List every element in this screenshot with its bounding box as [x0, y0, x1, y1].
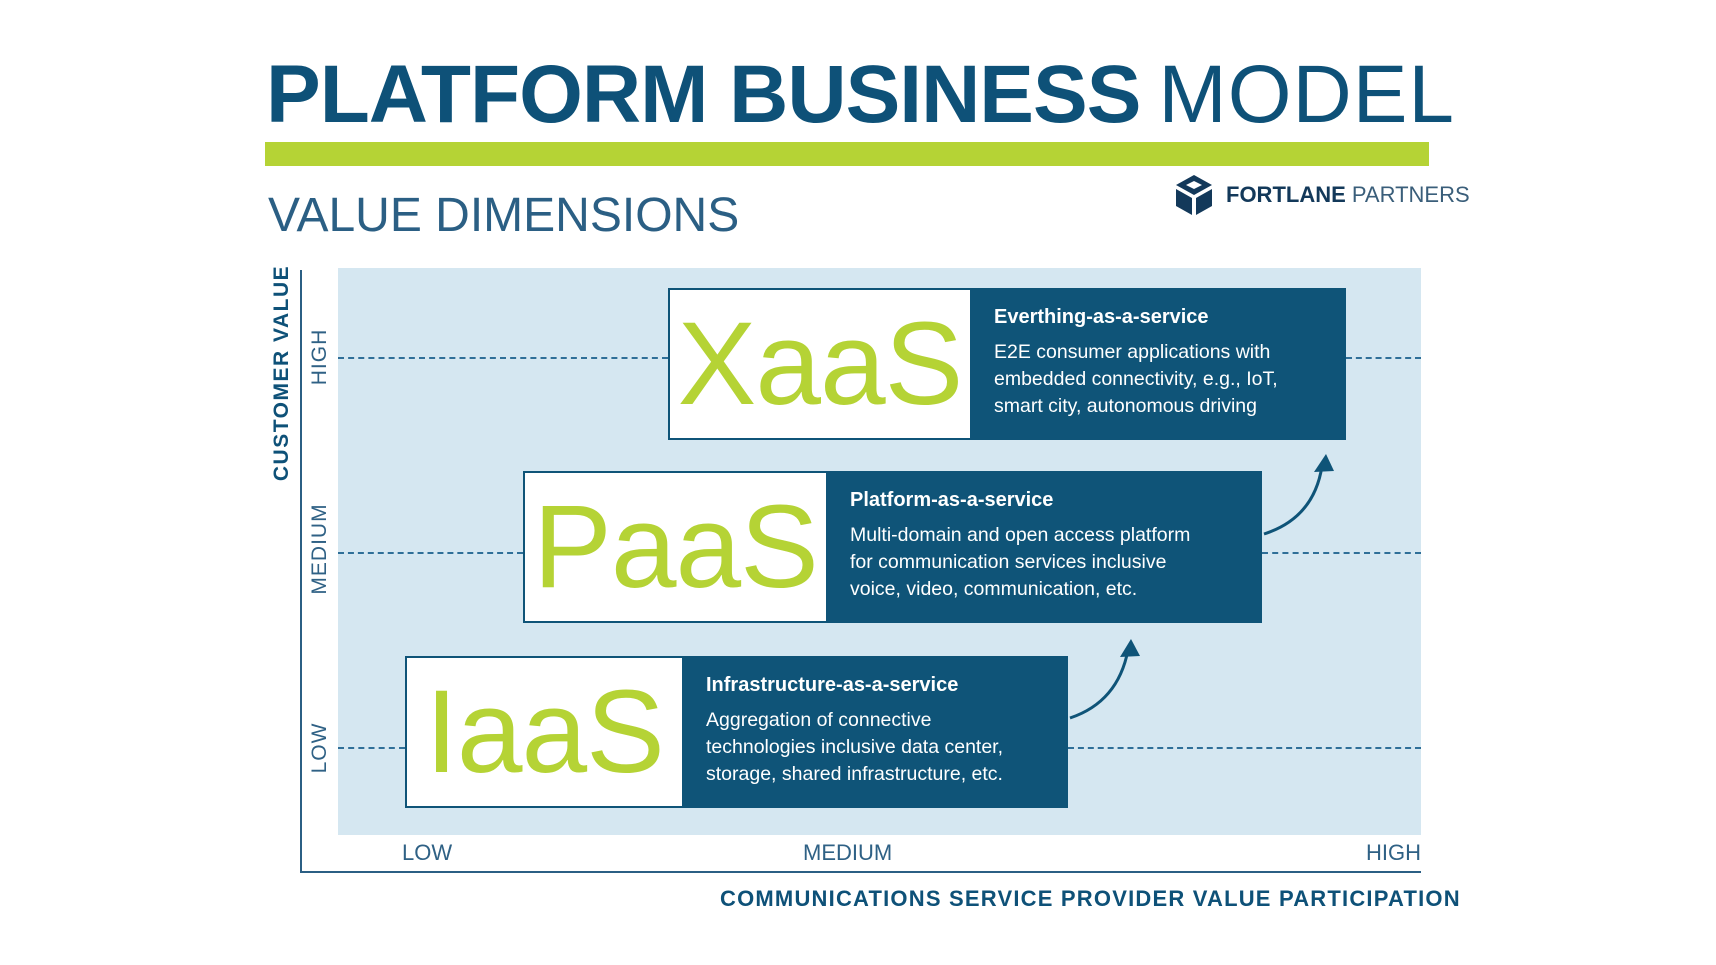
card-paas-line-3: voice, video, communication, etc.: [850, 578, 1138, 600]
gridline-low-left: [338, 747, 405, 749]
card-xaas-heading: Everthing-as-a-service: [994, 306, 1209, 328]
x-axis-line: [300, 871, 1421, 873]
logo-wordmark: FORTLANE PARTNERS: [1226, 182, 1470, 208]
card-iaas-line-2: technologies inclusive data center,: [706, 736, 1004, 758]
card-iaas-abbr: IaaS: [407, 658, 682, 806]
fortlane-logo: FORTLANE PARTNERS: [1172, 172, 1470, 218]
gridline-high-left: [338, 357, 668, 359]
card-xaas-abbr: XaaS: [670, 290, 970, 438]
y-tick-low-label: LOW: [308, 722, 331, 774]
y-tick-high: HIGH: [300, 297, 340, 417]
title-bold: PLATFORM BUSINESS: [266, 49, 1141, 140]
card-xaas-line-3: smart city, autonomous driving: [994, 395, 1257, 417]
card-paas-line-2: for communication services inclusive: [850, 551, 1167, 573]
title-light: MODEL: [1158, 49, 1455, 140]
y-axis-line: [300, 270, 302, 872]
x-tick-low: LOW: [402, 840, 453, 865]
title-underline-bar: [265, 142, 1429, 166]
card-iaas-line-1: Aggregation of connective: [706, 709, 932, 731]
card-xaas: XaaS Everthing-as-a-service E2E consumer…: [668, 288, 1346, 440]
gridline-medium-right: [1262, 552, 1421, 554]
card-paas-description: Platform-as-a-service Multi-domain and o…: [826, 473, 1260, 621]
card-iaas-description: Infrastructure-as-a-service Aggregation …: [682, 658, 1066, 806]
card-xaas-description: Everthing-as-a-service E2E consumer appl…: [970, 290, 1344, 438]
y-tick-medium-label: MEDIUM: [308, 503, 331, 595]
y-tick-medium: MEDIUM: [300, 489, 340, 609]
card-paas-heading: Platform-as-a-service: [850, 489, 1054, 511]
card-paas: PaaS Platform-as-a-service Multi-domain …: [523, 471, 1262, 623]
x-axis-label: COMMUNICATIONS SERVICE PROVIDER VALUE PA…: [720, 886, 1461, 911]
logo-brand-bold: FORTLANE: [1226, 182, 1346, 207]
card-xaas-line-1: E2E consumer applications with: [994, 341, 1271, 363]
card-paas-line-1: Multi-domain and open access platform: [850, 524, 1191, 546]
gridline-medium-left: [338, 552, 523, 554]
card-iaas: IaaS Infrastructure-as-a-service Aggrega…: [405, 656, 1068, 808]
x-tick-medium: MEDIUM: [803, 840, 893, 865]
gridline-high-right: [1346, 357, 1421, 359]
y-axis-title: CUSTOMER VALUE: [262, 264, 302, 482]
card-xaas-line-2: embedded connectivity, e.g., IoT,: [994, 368, 1278, 390]
y-tick-high-label: HIGH: [308, 328, 331, 386]
y-axis-label: CUSTOMER VALUE: [270, 264, 293, 482]
y-tick-low: LOW: [300, 688, 340, 808]
card-iaas-heading: Infrastructure-as-a-service: [706, 674, 959, 696]
subtitle: VALUE DIMENSIONS: [268, 189, 740, 242]
logo-brand-light: PARTNERS: [1351, 182, 1470, 207]
card-iaas-line-3: storage, shared infrastructure, etc.: [706, 763, 1003, 785]
card-paas-abbr: PaaS: [525, 473, 826, 621]
gridline-low-right: [1068, 747, 1421, 749]
fortlane-cube-icon: [1176, 175, 1212, 215]
x-tick-high: HIGH: [1366, 840, 1421, 865]
